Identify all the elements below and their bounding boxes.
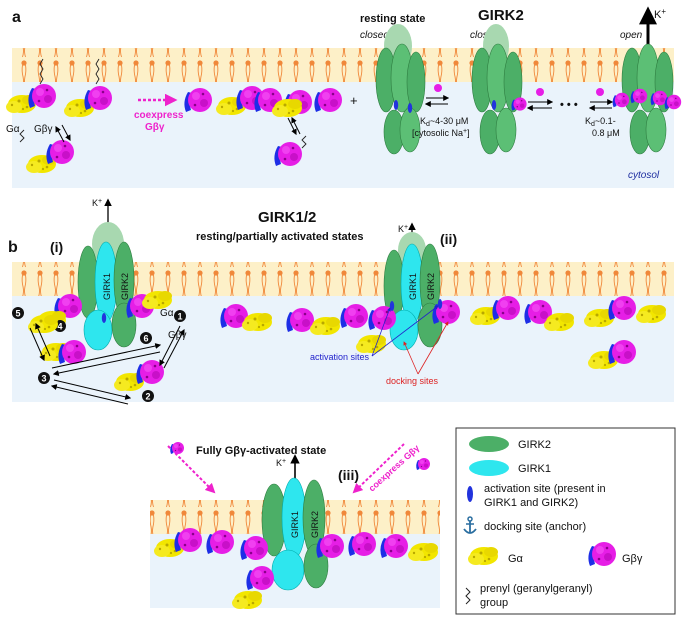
legend-prenyl-label-1: prenyl (geranylgeranyl) <box>480 583 593 595</box>
g-alpha-label-a: Gα <box>6 124 20 135</box>
girk12-channel-ii: K+ GIRK1 GIRK2 <box>356 222 460 353</box>
ellipsis-dots: • • • <box>560 99 578 111</box>
resting-state-label: resting state <box>360 13 425 25</box>
girk2-label-iii: GIRK2 <box>310 511 320 538</box>
legend-box <box>455 427 676 615</box>
svg-text:K+: K+ <box>398 224 408 234</box>
girk2-label-ii: GIRK2 <box>426 273 436 300</box>
legend-activation-label-2: GIRK1 and GIRK2) <box>484 497 578 509</box>
state-i-label: (i) <box>50 239 63 255</box>
g-alpha-label-b: Gα <box>160 308 174 319</box>
girk2-label-i: GIRK2 <box>120 273 130 300</box>
legend-g-alpha-label: Gα <box>508 553 524 565</box>
girk1-label-i: GIRK1 <box>102 273 112 300</box>
docking-sites-label: docking sites <box>386 376 439 386</box>
coexpress-label-b: coexpress Gβγ <box>367 443 422 494</box>
legend-activation-label-1: activation site (present in <box>484 483 606 495</box>
svg-text:K+: K+ <box>276 458 286 468</box>
girk12-channel-i: K+ GIRK1 GIRK2 <box>36 198 172 351</box>
panel-b-iii: Fully Gβγ-activated state (iii) coexpres… <box>150 442 440 609</box>
svg-text:6: 6 <box>143 334 148 344</box>
legend-docking-label: docking site (anchor) <box>484 521 586 533</box>
panel-a-title: GIRK2 <box>478 7 524 24</box>
cytosol-region-a <box>12 78 674 188</box>
legend-g-beta-gamma-label: Gβγ <box>622 553 643 565</box>
svg-text:5: 5 <box>15 309 20 319</box>
legend-prenyl-label-2: group <box>480 597 508 609</box>
coexpress-label-a-2: Gβγ <box>145 122 165 133</box>
girk1-label-ii: GIRK1 <box>408 273 418 300</box>
g-beta-gamma-label-a: Gβγ <box>34 124 53 135</box>
coexpress-label-a-1: coexpress <box>134 110 184 121</box>
activation-sites-label: activation sites <box>310 352 370 362</box>
legend-girk1-swatch <box>469 460 509 476</box>
lipid-bilayer-a <box>12 48 674 82</box>
svg-text:1: 1 <box>177 312 182 322</box>
panel-b-title: GIRK1/2 <box>258 209 316 226</box>
state-ii-label: (ii) <box>440 231 457 247</box>
full-activation-title: Fully Gβγ-activated state <box>196 445 326 457</box>
girk12-channel-iii: K+ GIRK1 GIRK2 <box>232 454 344 609</box>
svg-text:2: 2 <box>145 392 150 402</box>
open-label: open <box>620 30 643 41</box>
legend-girk2-label: GIRK2 <box>518 439 551 451</box>
girk2-channel-closed <box>471 24 527 155</box>
legend: GIRK2 GIRK1 activation site (present in … <box>455 427 676 615</box>
cytosol-label: cytosol <box>628 170 660 181</box>
legend-girk2-swatch <box>469 436 509 452</box>
legend-girk1-label: GIRK1 <box>518 463 551 475</box>
g-beta-gamma-label-b: Gβγ <box>168 330 187 341</box>
prenyl-icon <box>465 587 471 605</box>
panel-b-label: b <box>8 239 18 256</box>
panel-a-label: a <box>12 9 21 26</box>
kd1-condition: [cytosolic Na+] <box>412 128 470 138</box>
svg-text:4: 4 <box>57 322 62 332</box>
anchor-icon <box>463 516 477 534</box>
k-ion-label-a: K+ <box>654 7 666 21</box>
step-markers: 1 2 3 4 5 6 <box>12 307 186 402</box>
svg-text:3: 3 <box>41 374 46 384</box>
panel-b-subtitle: resting/partially activated states <box>196 231 364 243</box>
kd2-range: 0.8 μM <box>592 128 620 138</box>
state-iii-label: (iii) <box>338 467 359 483</box>
panel-a: a GIRK2 resting state closed closed open… <box>6 6 682 188</box>
kd2-label: Kd~0.1- <box>585 116 616 128</box>
plus-sign: + <box>350 93 358 108</box>
svg-text:K+: K+ <box>92 198 102 208</box>
panel-b: b GIRK1/2 resting/partially activated st… <box>8 198 674 405</box>
girk2-channel-resting <box>375 24 426 155</box>
closed-label-1: closed <box>360 30 389 41</box>
girk1-label-iii: GIRK1 <box>290 511 300 538</box>
girk2-channel-open <box>612 43 682 155</box>
kd1-label: Kd~4-30 μM <box>420 116 468 128</box>
legend-activation-site-icon <box>467 486 473 502</box>
